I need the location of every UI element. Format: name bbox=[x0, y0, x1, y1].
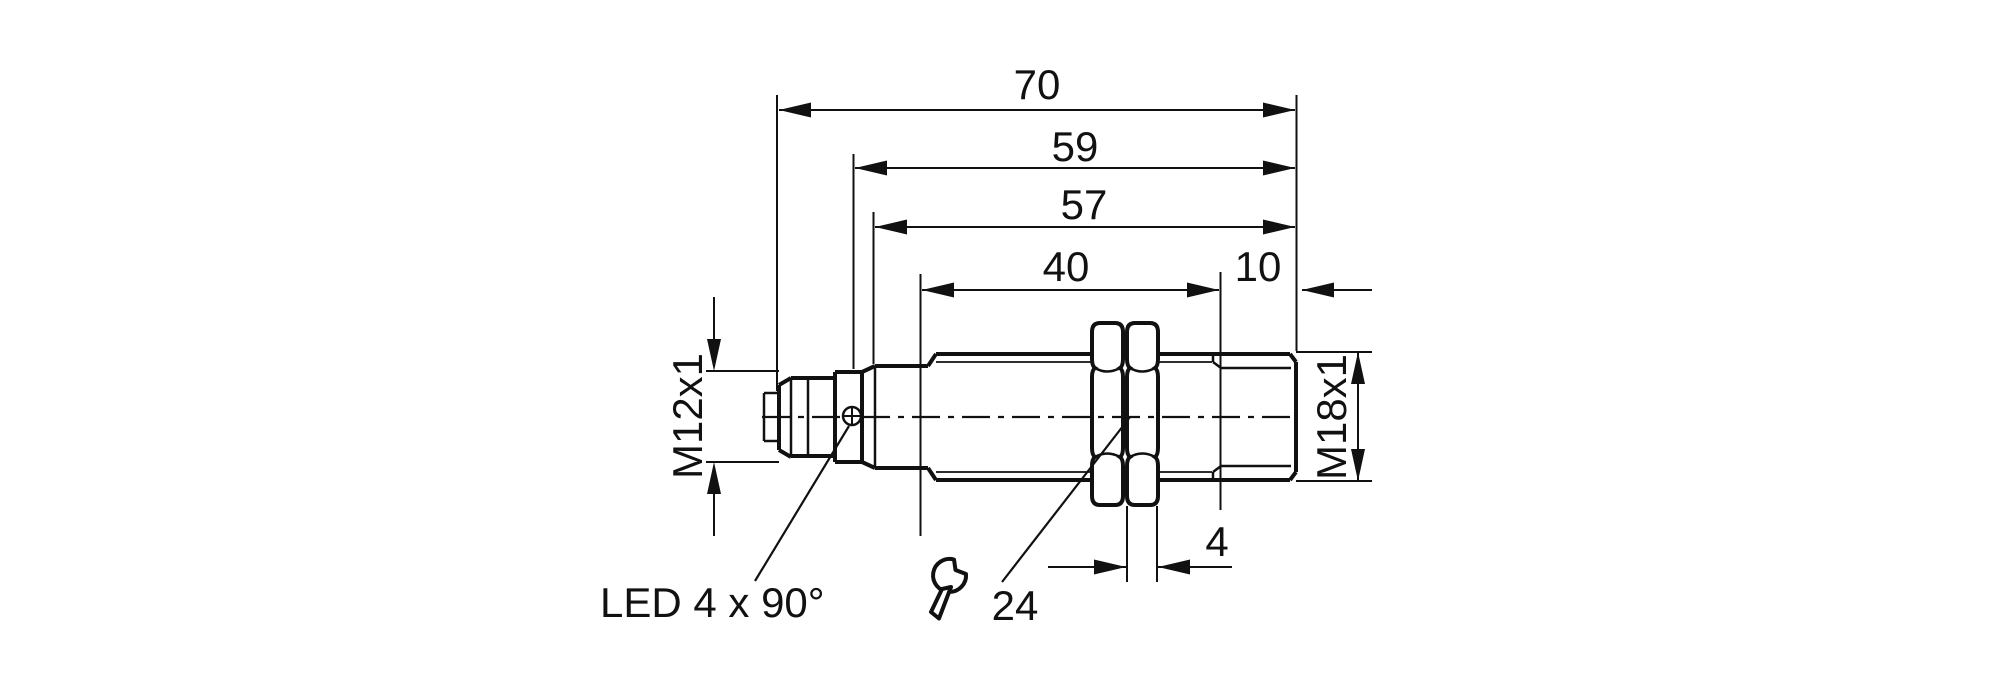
led-leader-line bbox=[754, 425, 850, 582]
dimension-70 bbox=[779, 102, 1295, 118]
arrowhead bbox=[1351, 449, 1365, 481]
hex-nut-facet-lines bbox=[1094, 366, 1156, 459]
hex-nuts bbox=[1090, 321, 1160, 507]
arrowhead bbox=[1351, 352, 1365, 384]
dimension-57 bbox=[875, 219, 1295, 235]
dim-10-label: 10 bbox=[1235, 243, 1282, 290]
led-note-label: LED 4 x 90° bbox=[600, 579, 825, 626]
dim-57-label: 57 bbox=[1061, 181, 1108, 228]
dimension-m12 bbox=[707, 297, 721, 536]
thread-m18-label: M18x1 bbox=[1308, 354, 1355, 480]
arrowhead bbox=[875, 219, 907, 235]
dim-70-label: 70 bbox=[1014, 61, 1061, 108]
wrench-size-label: 24 bbox=[992, 582, 1039, 629]
wrench-icon bbox=[929, 556, 969, 621]
dim-59-label: 59 bbox=[1052, 123, 1099, 170]
wrench-leader-line bbox=[1001, 416, 1131, 583]
arrowhead bbox=[779, 102, 811, 118]
thread-m12-label: M12x1 bbox=[664, 353, 711, 479]
arrowhead bbox=[707, 339, 721, 371]
arrowhead bbox=[707, 462, 721, 494]
dim-4-label: 4 bbox=[1205, 518, 1228, 565]
dim-40-label: 40 bbox=[1043, 243, 1090, 290]
extension-lines bbox=[706, 95, 1372, 582]
arrowhead bbox=[1263, 102, 1295, 118]
arrowhead bbox=[1263, 219, 1295, 235]
arrowhead bbox=[1158, 559, 1190, 575]
arrowhead bbox=[922, 282, 954, 298]
dimension-40 bbox=[922, 282, 1219, 298]
dimension-59 bbox=[855, 160, 1295, 176]
hex-nut bbox=[1125, 321, 1160, 507]
dimension-10 bbox=[1302, 282, 1372, 298]
arrowhead bbox=[1263, 160, 1295, 176]
arrowhead bbox=[855, 160, 887, 176]
arrowhead bbox=[1302, 282, 1334, 298]
dimension-4 bbox=[1048, 559, 1232, 575]
hex-nut bbox=[1090, 321, 1125, 507]
led-indicator-icon bbox=[841, 405, 863, 427]
arrowhead bbox=[1187, 282, 1219, 298]
arrowhead bbox=[1094, 559, 1126, 575]
dimension-m18 bbox=[1351, 352, 1365, 481]
